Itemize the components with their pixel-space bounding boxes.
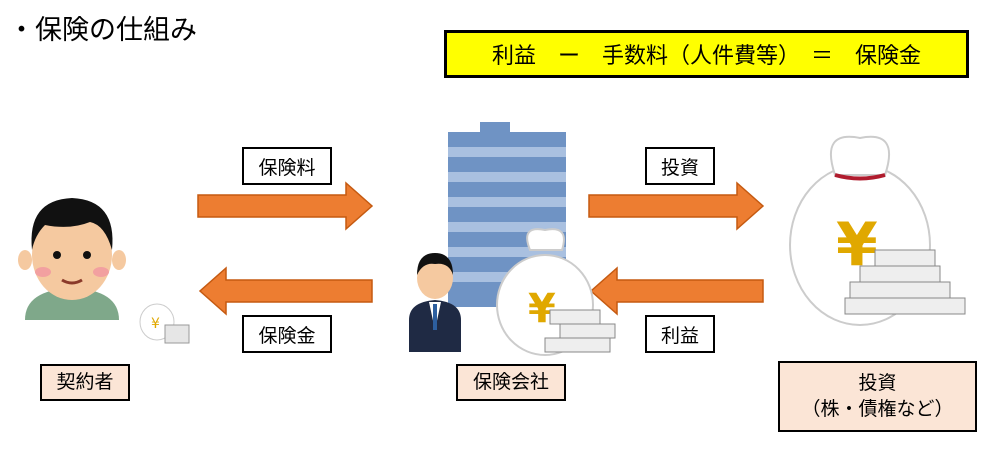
formula-box: 利益 ー 手数料（人件費等） ＝ 保険金 [444,30,969,78]
arrow-left-profit [589,266,764,316]
arrow-right-investment [588,181,765,231]
label-investment: 投資 [645,147,715,185]
arrow-left-payout [198,266,373,316]
page-title: ・保険の仕組み [8,15,197,46]
svg-text:¥: ¥ [528,286,556,332]
label-profit: 利益 [645,315,715,353]
investment-subtitle: （株・債権など） [801,397,954,420]
label-investment-assets: 投資 （株・債権など） [778,361,977,432]
label-payout: 保険金 [242,315,332,353]
policyholder-illustration [18,198,126,320]
label-premium: 保険料 [242,147,332,185]
label-insurer: 保険会社 [456,364,566,401]
small-money-bag-icon: ¥ [139,303,190,344]
svg-text:¥: ¥ [151,316,160,332]
investment-title: 投資 [858,371,897,394]
businessman-icon [409,253,461,352]
large-money-bag-icon: ¥ [789,135,966,326]
label-policyholder: 契約者 [40,364,130,401]
arrow-right-premium [197,181,374,231]
money-bag-icon: ¥ [496,228,616,356]
